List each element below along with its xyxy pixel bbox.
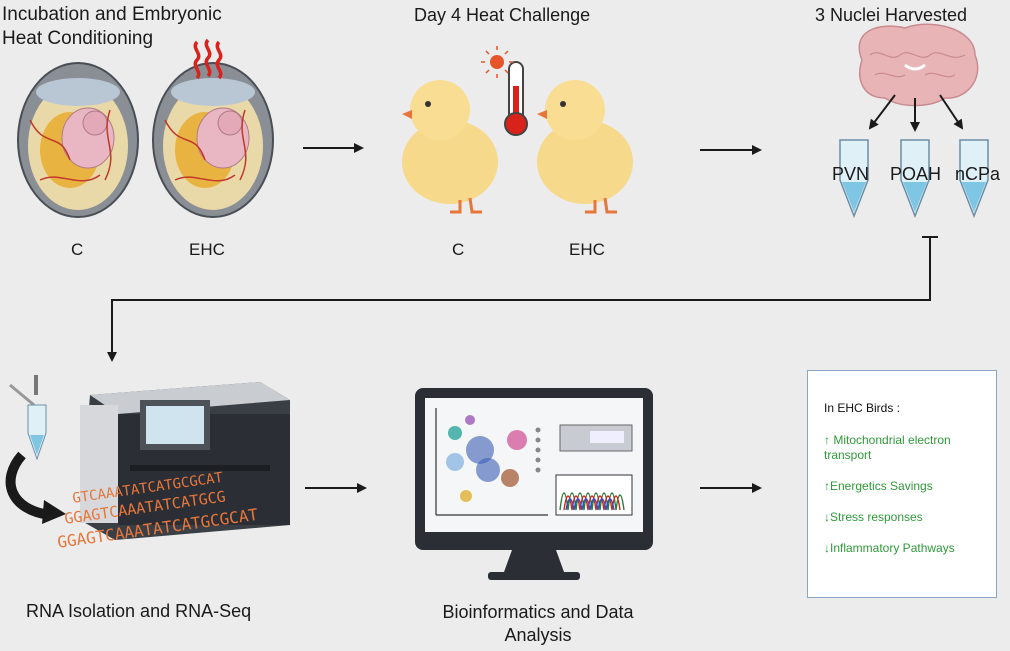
incubation-label-ehc: EHC: [189, 240, 225, 259]
tube-pvn-icon: [839, 139, 869, 219]
brain-to-tube-arrows: [868, 94, 964, 132]
tube-ncpa-icon: [959, 139, 989, 219]
curved-arrow-icon: [5, 451, 51, 520]
heat-challenge-title: Day 4 Heat Challenge: [414, 5, 591, 25]
pipette-tube-icon: [9, 375, 47, 461]
nuclei-title: 3 Nuclei Harvested: [815, 5, 968, 25]
finding-mitochondrial: ↑ Mitochondrial electron transport: [824, 433, 951, 462]
incubation-title-line2: Heat Conditioning: [2, 28, 154, 49]
finding-stress: ↓Stress responses: [824, 510, 923, 524]
tube-label-pvn: PVN: [832, 164, 870, 184]
challenge-label-ehc: EHC: [569, 240, 605, 259]
results-heading: In EHC Birds :: [824, 401, 901, 415]
challenge-label-control: C: [452, 240, 465, 259]
rna-title: RNA Isolation and RNA-Seq: [26, 601, 252, 621]
chick-ehc-icon: [537, 80, 633, 214]
thermometer-icon: [481, 46, 528, 136]
heat-waves-icon: [193, 38, 223, 80]
curved-arrow-head: [42, 500, 66, 524]
arrow-nuclei-to-rna: [107, 237, 931, 362]
results-box: In EHC Birds : ↑ Mitochondrial electron …: [807, 370, 997, 598]
finding-energetics: ↑Energetics Savings: [824, 479, 933, 493]
brain-icon: [858, 23, 979, 107]
monitor-icon: [415, 388, 653, 580]
finding-inflammatory: ↓Inflammatory Pathways: [824, 541, 955, 555]
tube-label-ncpa: nCPa: [955, 164, 1001, 184]
bioinfo-title-line2: Analysis: [504, 625, 572, 645]
incubation-label-control: C: [71, 240, 84, 259]
sequencer-icon: [80, 382, 290, 540]
chick-control-icon: [402, 80, 498, 214]
tube-label-poah: POAH: [890, 164, 942, 184]
tube-poah-icon: [900, 139, 930, 219]
egg-ehc-icon: [152, 62, 274, 218]
bioinfo-title-line1: Bioinformatics and Data: [442, 602, 634, 622]
incubation-title-line1: Incubation and Embryonic: [2, 4, 222, 25]
egg-control-icon: [17, 62, 139, 218]
